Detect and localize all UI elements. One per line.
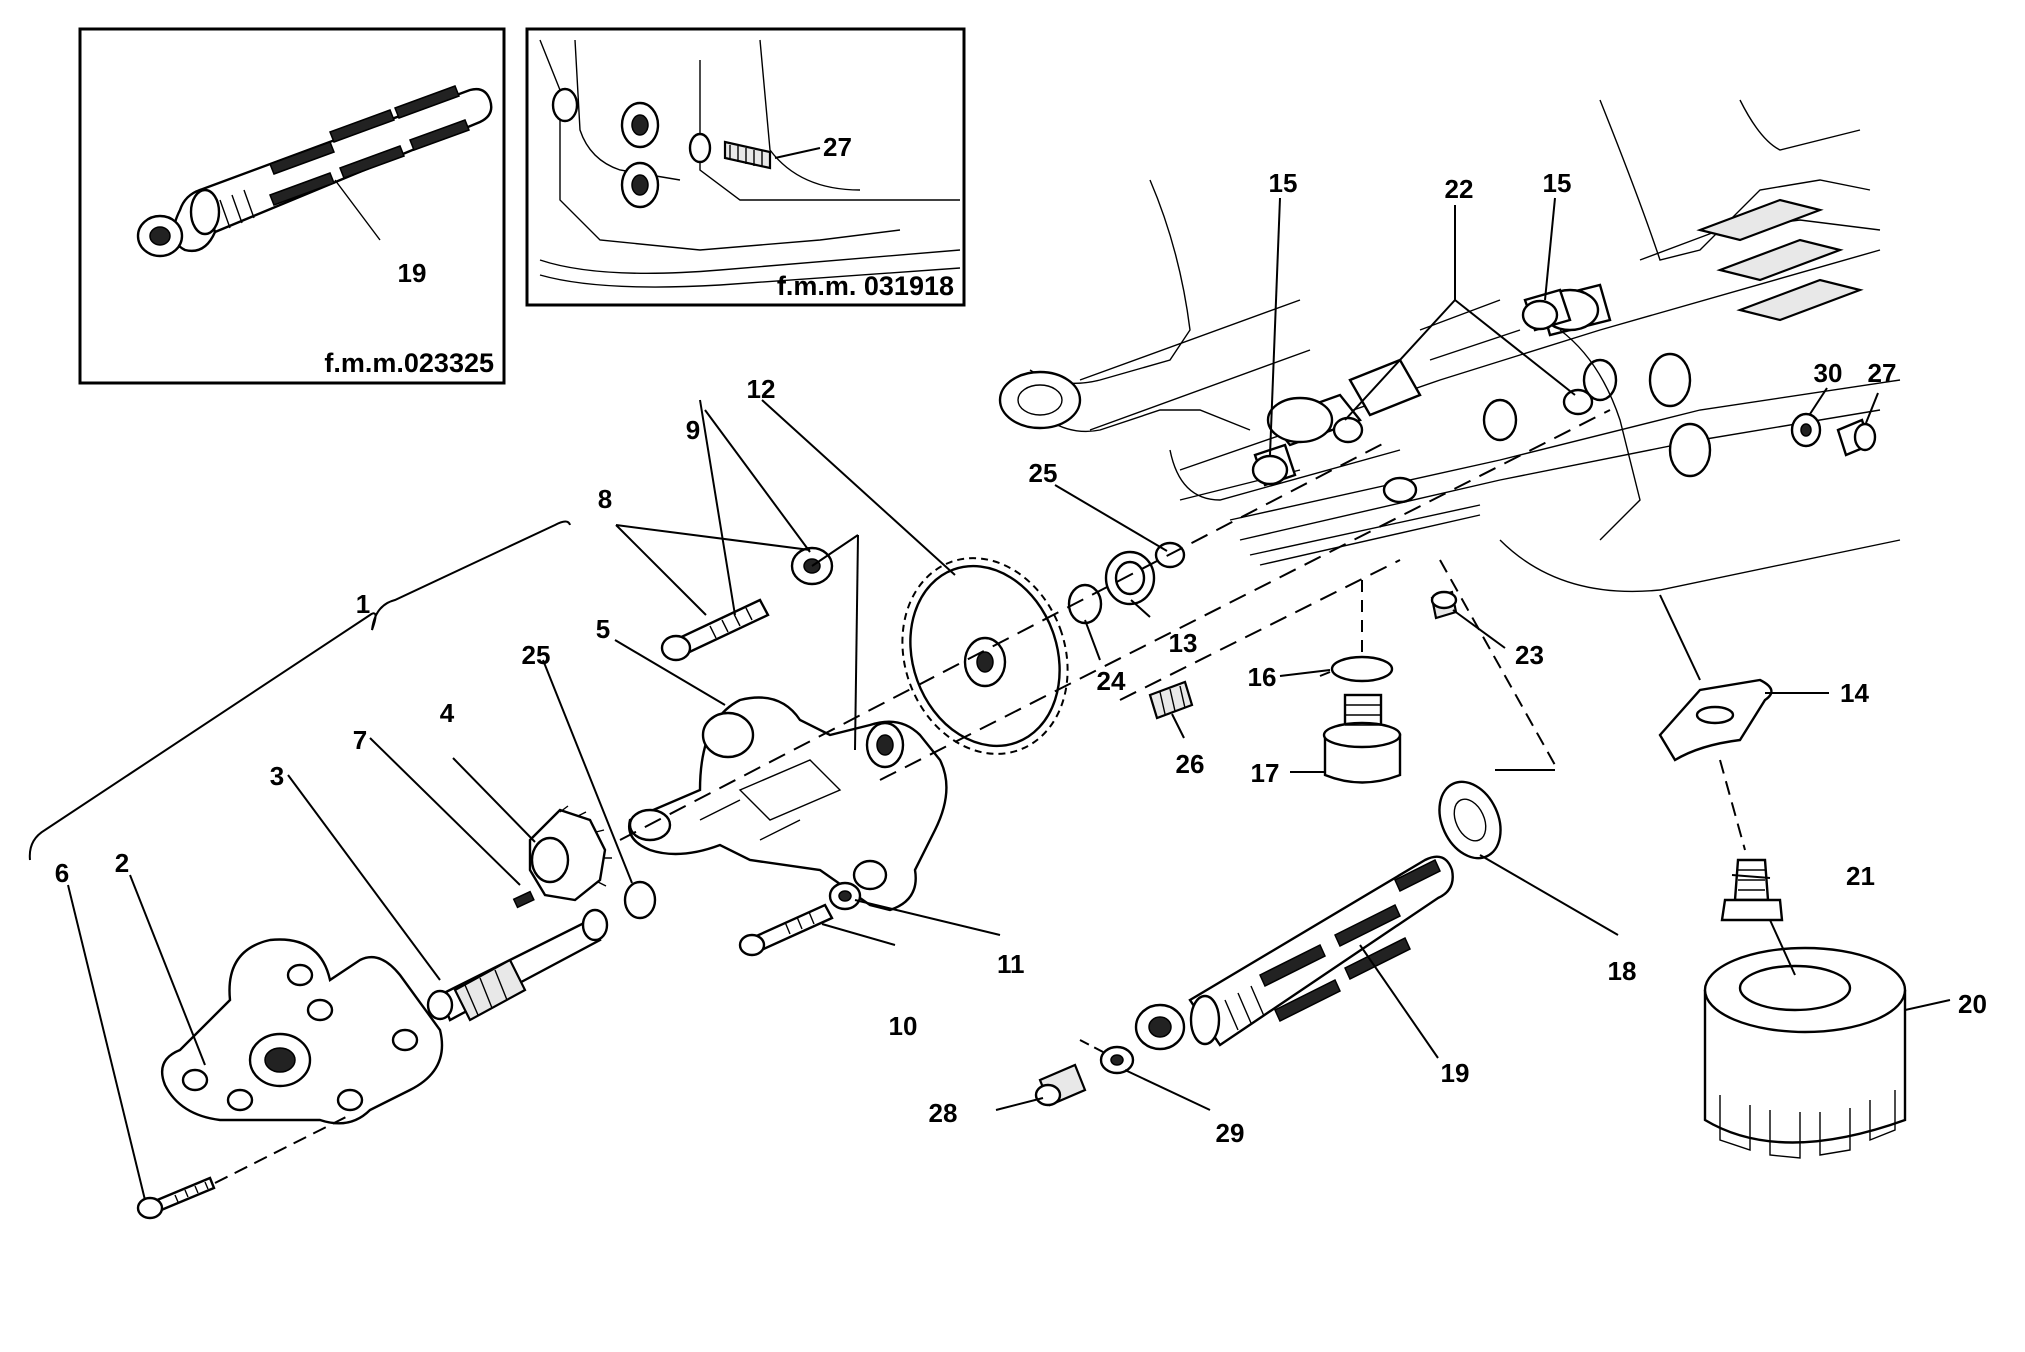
callout-24: 24	[1097, 666, 1126, 696]
callout-19: 19	[1441, 1058, 1470, 1088]
short-screw-drawing	[738, 903, 834, 957]
callout-15a: 15	[1269, 168, 1298, 198]
callout-14: 14	[1840, 678, 1869, 708]
callout-29: 29	[1216, 1118, 1245, 1148]
inset-left-filter-screen-drawing	[136, 85, 493, 258]
callout-4: 4	[440, 698, 455, 728]
grub-screw-drawing	[1148, 680, 1194, 720]
callout-6: 6	[55, 858, 69, 888]
union-21-drawing	[1720, 858, 1784, 922]
callout-2: 2	[115, 848, 129, 878]
callout-12: 12	[747, 374, 776, 404]
inset-right-panel: 27 f.m.m. 031918	[525, 27, 966, 307]
leader-lines	[67, 197, 1951, 1201]
callout-20: 20	[1958, 989, 1987, 1019]
washer-30-drawing	[1790, 412, 1822, 448]
inset-left-caption: f.m.m.023325	[324, 348, 494, 378]
callout-8: 8	[598, 484, 612, 514]
callout-19-inset: 19	[398, 258, 427, 288]
callout-27: 27	[1868, 358, 1897, 388]
pump-shaft-drawing	[426, 908, 609, 1022]
callout-10: 10	[889, 1011, 918, 1041]
plug-27-drawing	[1836, 418, 1877, 457]
plug-17-drawing	[1322, 693, 1402, 784]
callout-13: 13	[1169, 628, 1198, 658]
callout-25a: 25	[1029, 458, 1058, 488]
callout-28: 28	[929, 1098, 958, 1128]
cover-screw-drawing	[136, 1114, 351, 1220]
small-gear-drawing	[528, 805, 612, 902]
callout-27-inset: 27	[823, 132, 852, 162]
washer-11-drawing	[828, 881, 862, 911]
callout-26: 26	[1176, 749, 1205, 779]
callout-numbers: 1 2 3 4 5 6 7 8 9 10 11 12 13 14 15 15 1…	[55, 168, 1987, 1148]
oil-filter-drawing	[1703, 946, 1907, 1159]
pump-cover-drawing	[160, 938, 444, 1125]
callout-23: 23	[1515, 640, 1544, 670]
washer-29-drawing	[1099, 1045, 1135, 1075]
plug-23-drawing	[1430, 590, 1458, 620]
callout-15b: 15	[1543, 168, 1572, 198]
nipple-28-drawing	[1034, 1063, 1087, 1107]
inset-right-crankcase-drawing	[539, 39, 961, 288]
callout-16: 16	[1248, 662, 1277, 692]
engine-crankcase-drawing	[998, 99, 1901, 593]
callout-18: 18	[1608, 956, 1637, 986]
callout-3: 3	[270, 761, 284, 791]
key-drawing	[512, 890, 535, 909]
seal-13-drawing	[1104, 550, 1156, 606]
circlip-left-drawing	[623, 880, 657, 920]
callout-22: 22	[1445, 174, 1474, 204]
callout-30: 30	[1814, 358, 1843, 388]
callout-21: 21	[1846, 861, 1875, 891]
big-gear-drawing	[901, 557, 1069, 755]
callout-1: 1	[356, 589, 370, 619]
pump-body-drawing	[628, 696, 948, 912]
callout-25b: 25	[522, 640, 551, 670]
inset-right-caption: f.m.m. 031918	[777, 271, 954, 301]
callout-11: 11	[997, 949, 1025, 979]
washer-18-drawing	[1438, 780, 1502, 860]
filter-screen-drawing	[1134, 855, 1454, 1051]
callout-5: 5	[596, 614, 610, 644]
callout-9: 9	[686, 415, 700, 445]
bracket-14-hole	[1695, 705, 1735, 725]
long-screw-drawing	[660, 598, 770, 662]
assembly-bracket	[28, 520, 571, 861]
washer-16-drawing	[1330, 655, 1394, 683]
callout-7: 7	[353, 725, 367, 755]
callout-17: 17	[1251, 758, 1280, 788]
inset-left-panel: 19 f.m.m.023325	[78, 27, 506, 385]
